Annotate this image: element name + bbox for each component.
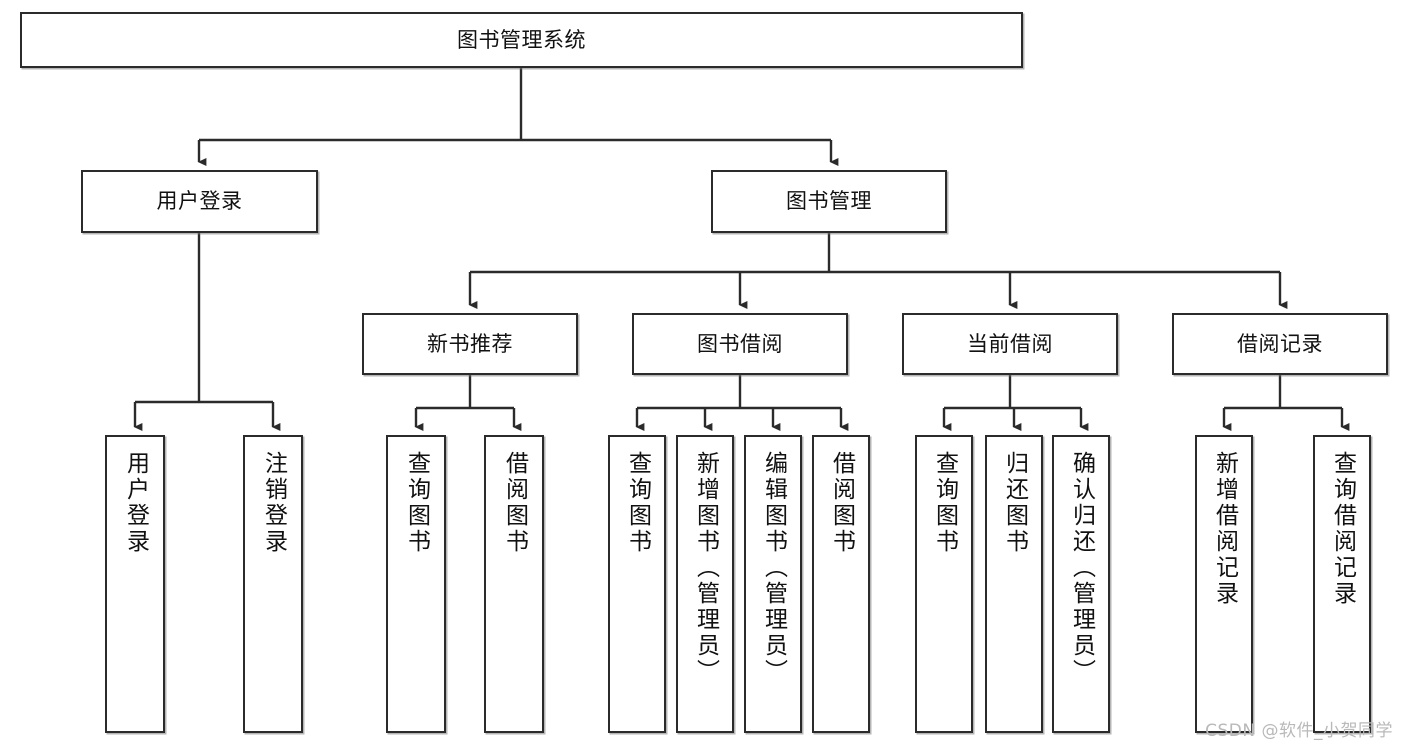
node-label: 用户登录 <box>122 451 149 555</box>
node-new-book-recommend[interactable]: 新书推荐 <box>362 313 578 375</box>
node-leaf-borrow-book-2[interactable]: 借阅图书 <box>812 435 870 733</box>
node-root[interactable]: 图书管理系统 <box>20 12 1023 68</box>
node-leaf-add-record[interactable]: 新增借阅记录 <box>1195 435 1253 733</box>
node-leaf-logout[interactable]: 注销登录 <box>243 435 303 733</box>
node-label: 借阅记录 <box>1237 331 1323 356</box>
node-label: 新增图书（管理员） <box>692 451 719 685</box>
node-label: 查询图书 <box>931 451 958 555</box>
node-book-borrow[interactable]: 图书借阅 <box>632 313 848 375</box>
node-label: 新书推荐 <box>427 331 513 356</box>
node-book-management[interactable]: 图书管理 <box>711 170 947 233</box>
node-leaf-query-book-1[interactable]: 查询图书 <box>386 435 446 733</box>
node-label: 查询借阅记录 <box>1329 451 1356 607</box>
node-leaf-add-book[interactable]: 新增图书（管理员） <box>676 435 734 733</box>
node-borrow-record[interactable]: 借阅记录 <box>1172 313 1388 375</box>
node-label: 图书借阅 <box>697 331 783 356</box>
node-label: 查询图书 <box>624 451 651 555</box>
node-leaf-edit-book[interactable]: 编辑图书（管理员） <box>744 435 802 733</box>
node-leaf-user-login[interactable]: 用户登录 <box>105 435 165 733</box>
node-leaf-confirm-return[interactable]: 确认归还（管理员） <box>1052 435 1110 733</box>
node-label: 当前借阅 <box>967 331 1053 356</box>
node-label: 新增借阅记录 <box>1211 451 1238 607</box>
node-current-borrow[interactable]: 当前借阅 <box>902 313 1118 375</box>
node-label: 确认归还（管理员） <box>1068 451 1095 685</box>
node-user-login[interactable]: 用户登录 <box>81 170 318 233</box>
node-label: 编辑图书（管理员） <box>760 451 787 685</box>
node-label: 借阅图书 <box>501 451 528 555</box>
watermark: CSDN @软件_小贺同学 <box>1205 721 1393 741</box>
node-leaf-query-book-3[interactable]: 查询图书 <box>915 435 973 733</box>
node-label: 用户登录 <box>156 189 243 214</box>
node-label: 图书管理系统 <box>457 27 586 52</box>
node-label: 归还图书 <box>1001 451 1028 555</box>
node-label: 查询图书 <box>403 451 430 555</box>
node-label: 借阅图书 <box>828 451 855 555</box>
node-leaf-query-book-2[interactable]: 查询图书 <box>608 435 666 733</box>
node-leaf-return-book[interactable]: 归还图书 <box>985 435 1043 733</box>
node-label: 注销登录 <box>260 451 287 555</box>
node-leaf-borrow-book-1[interactable]: 借阅图书 <box>484 435 544 733</box>
node-leaf-query-record[interactable]: 查询借阅记录 <box>1313 435 1371 733</box>
node-label: 图书管理 <box>786 189 872 214</box>
